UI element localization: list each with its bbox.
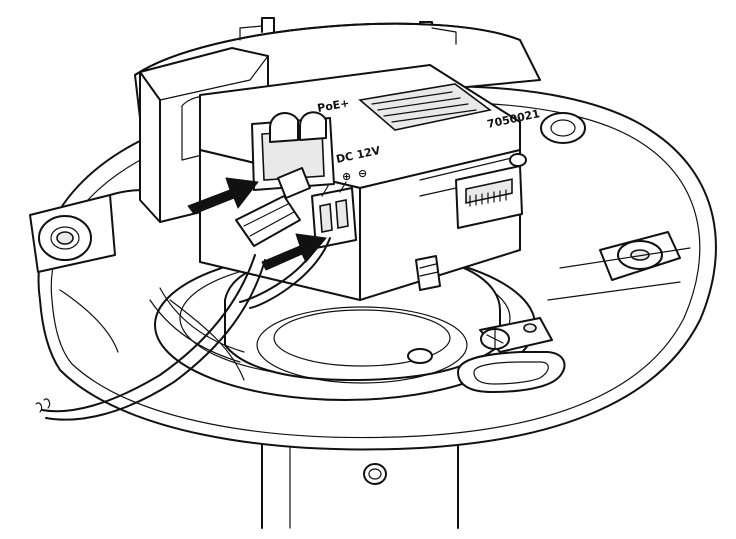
arrow-to-poe bbox=[187, 177, 259, 215]
right-mount-boss bbox=[540, 112, 691, 301]
dip-screw bbox=[509, 153, 527, 167]
cable-slot bbox=[457, 351, 566, 393]
mount-pipe bbox=[261, 429, 459, 529]
cable-clip bbox=[415, 255, 441, 291]
polarity-minus: ⊖ bbox=[358, 167, 367, 180]
spec-label-plate bbox=[358, 83, 492, 131]
polarity-plus: ⊕ bbox=[342, 170, 351, 183]
ground-screw bbox=[479, 317, 553, 353]
left-mount-boss bbox=[29, 189, 181, 353]
ring-screw bbox=[407, 348, 433, 364]
dip-switch bbox=[455, 153, 527, 229]
poe-port: PoE+ bbox=[251, 97, 350, 191]
arrow-to-dc bbox=[261, 233, 327, 271]
rj45-plug bbox=[235, 195, 301, 247]
poe-label: PoE+ bbox=[316, 97, 350, 115]
pipe-screw-hole bbox=[363, 463, 387, 485]
turret-ring bbox=[149, 249, 536, 401]
